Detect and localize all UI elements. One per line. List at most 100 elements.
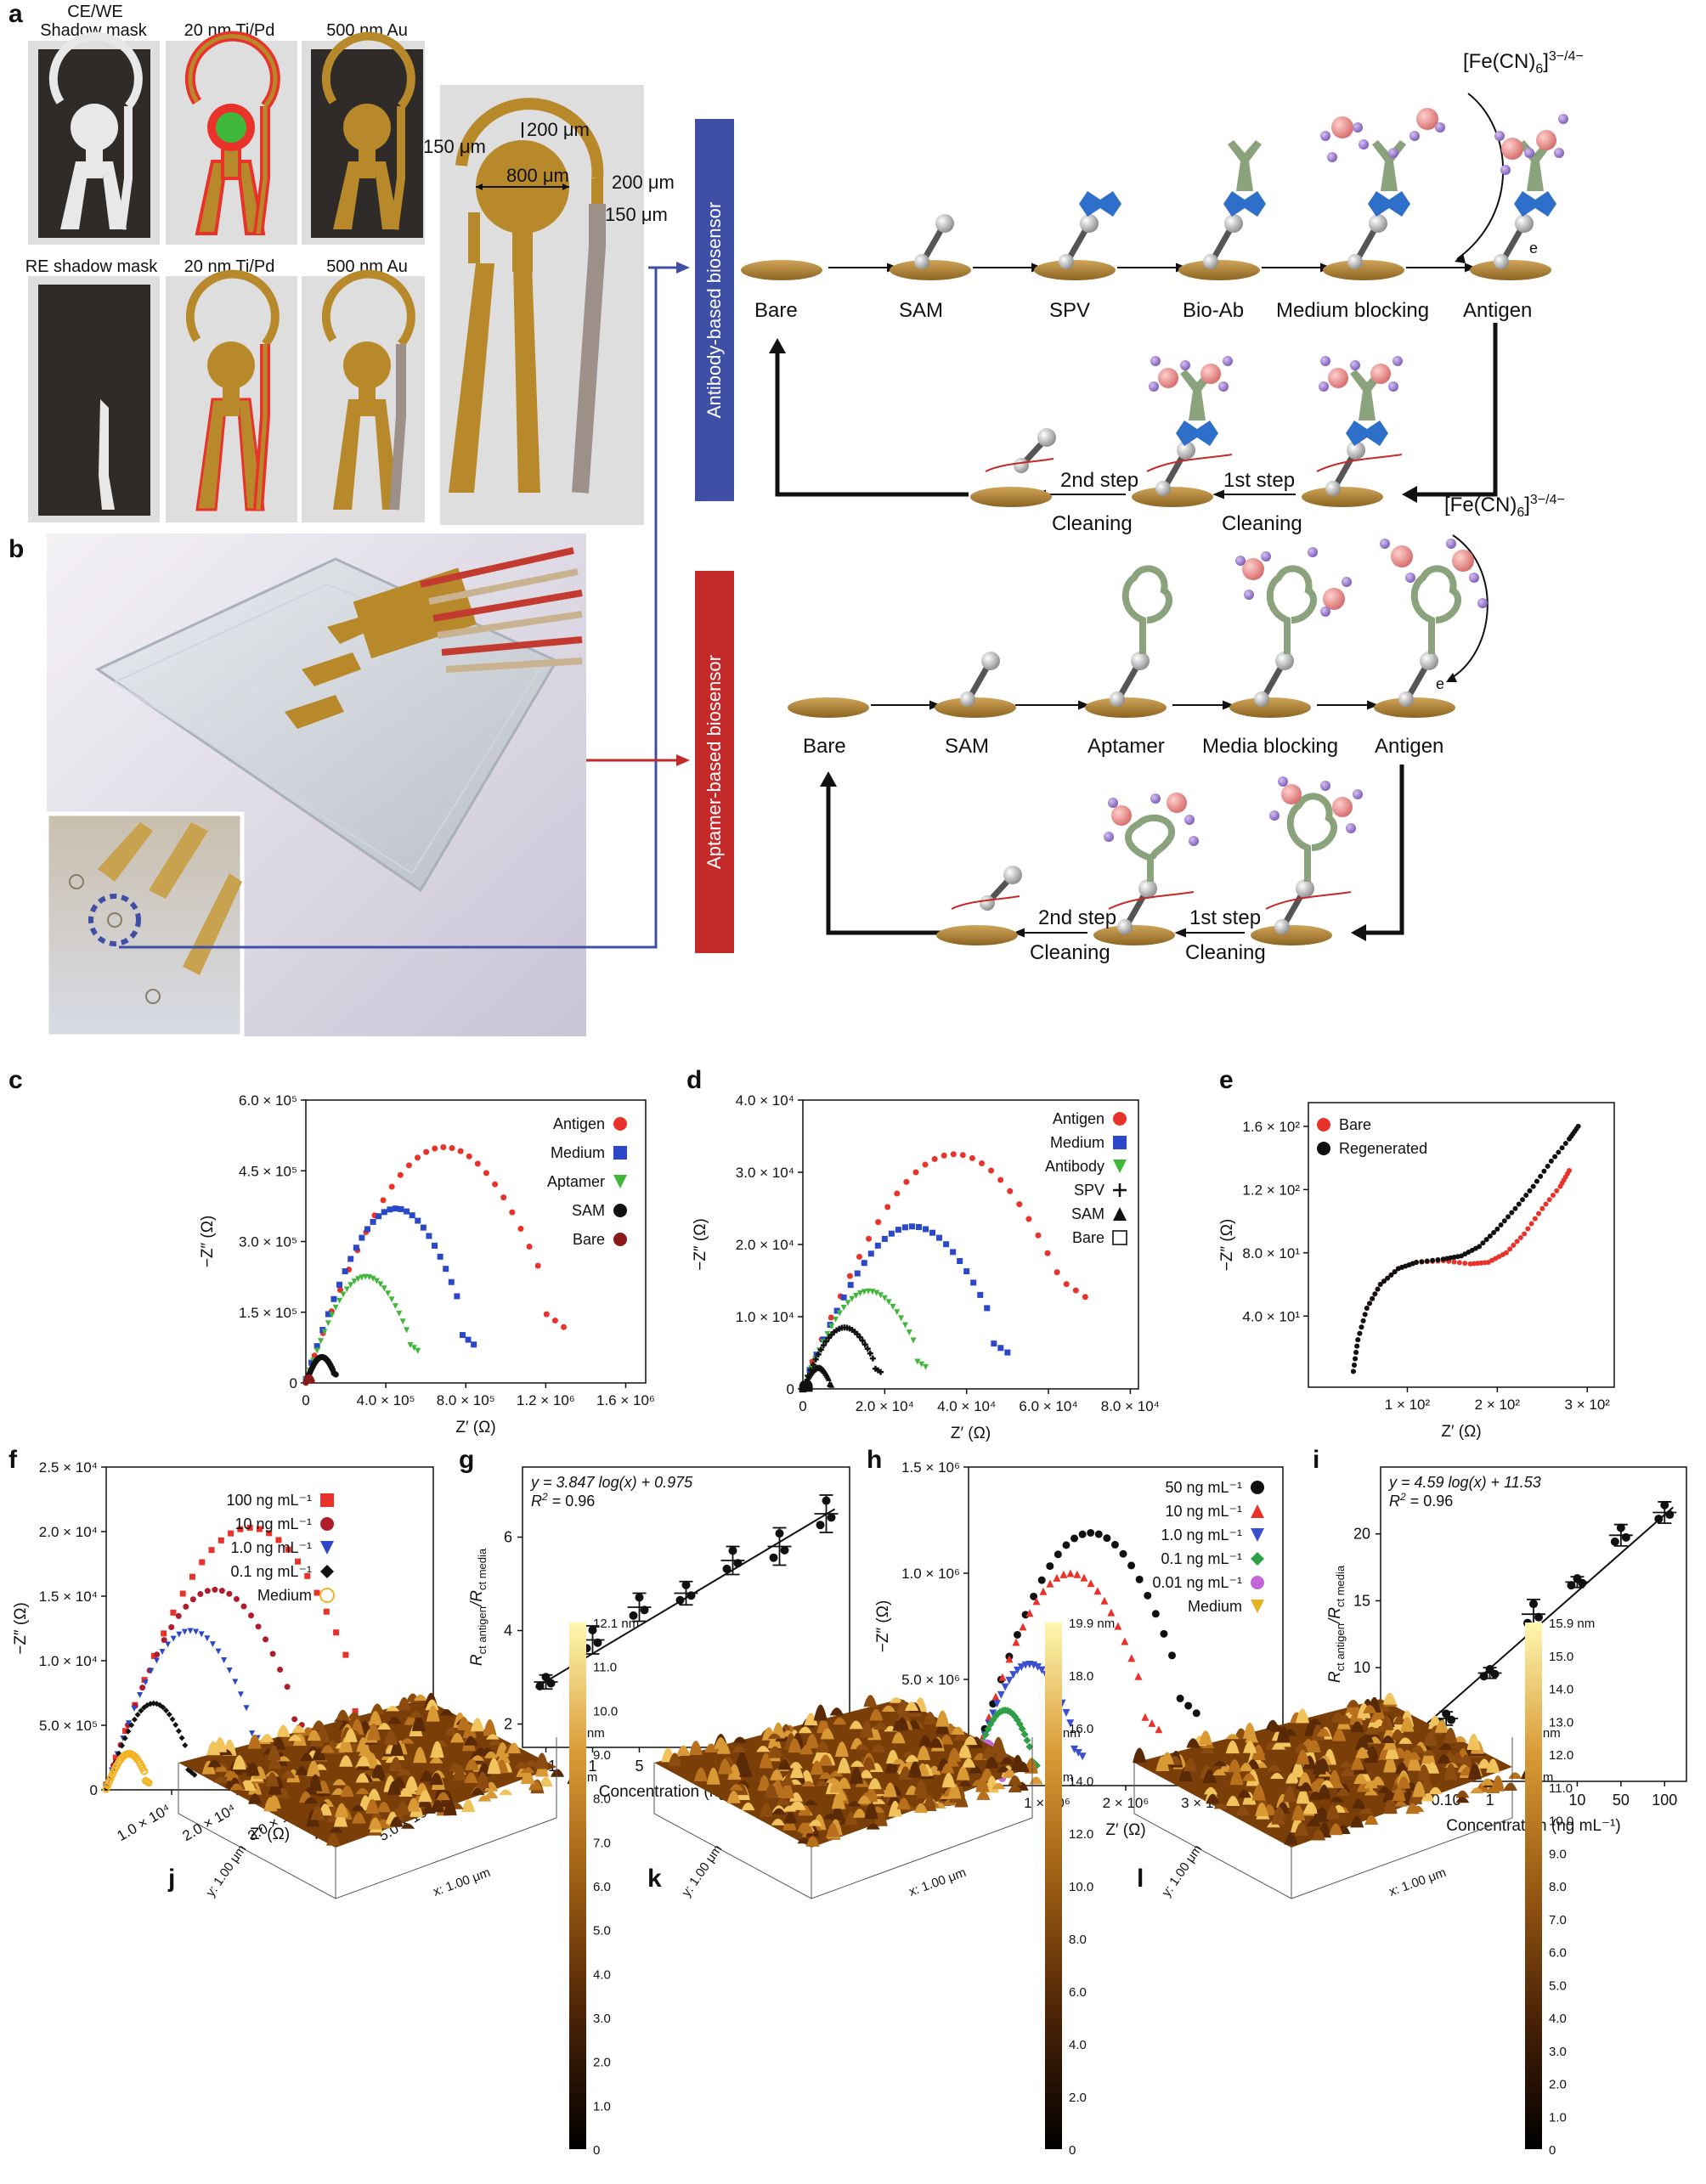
- afm-peak: [207, 1759, 222, 1768]
- data-point: [187, 1628, 194, 1634]
- afm-peak: [539, 1776, 553, 1787]
- legend-label: Bare: [1072, 1229, 1104, 1246]
- data-point: [1477, 1244, 1483, 1250]
- legend-label: Medium: [551, 1144, 605, 1161]
- legend-marker: [320, 1517, 334, 1531]
- data-point: [457, 1148, 464, 1154]
- data-point: [381, 1209, 387, 1216]
- data-point: [914, 1358, 921, 1365]
- afm-peak: [1437, 1754, 1451, 1764]
- equation: y = 4.59 log(x) + 11.53: [1387, 1474, 1541, 1491]
- afm-peak: [248, 1793, 263, 1804]
- x-zero-label: 0: [302, 1392, 309, 1408]
- electron-label-ab: e: [1529, 240, 1539, 257]
- afm-peak: [1400, 1716, 1415, 1732]
- afm-peak: [805, 1836, 820, 1847]
- data-point: [125, 1720, 132, 1727]
- data-point: [997, 1345, 1004, 1352]
- afm-peak: [1294, 1822, 1308, 1837]
- ylabel-sub2: ct media: [476, 1548, 489, 1590]
- afm-peak: [891, 1758, 906, 1764]
- data-point: [859, 1337, 866, 1344]
- aptamer-box: [695, 571, 734, 953]
- y-axis-title: −Z″ (Ω): [199, 1216, 217, 1268]
- data-point: [1430, 1257, 1436, 1263]
- data-point: [420, 1224, 426, 1231]
- afm-peak: [213, 1775, 228, 1783]
- afm-peak: [475, 1771, 489, 1789]
- series-3: [799, 1324, 884, 1391]
- data-point-group: [720, 1545, 745, 1576]
- data-point: [1009, 1671, 1018, 1679]
- data-point: [249, 1730, 256, 1737]
- afm-peak: [365, 1798, 380, 1814]
- data-point: [1354, 1343, 1360, 1349]
- afm-peak: [958, 1744, 972, 1758]
- data-point: [681, 1580, 691, 1589]
- afm-peak: [1394, 1762, 1409, 1774]
- afm-peak: [1337, 1714, 1352, 1724]
- data-point-group: [1652, 1500, 1677, 1525]
- ab-step-bare: Bare: [754, 299, 798, 322]
- data-point: [423, 1148, 430, 1155]
- data-point: [153, 1657, 160, 1664]
- afm-peak: [265, 1772, 280, 1787]
- afm-peak: [329, 1826, 343, 1833]
- data-point: [342, 1268, 348, 1275]
- afm-peak: [464, 1735, 478, 1746]
- afm-peak: [351, 1804, 365, 1811]
- afm-scale-label: 12.0: [1069, 1827, 1093, 1842]
- afm-peak: [1364, 1726, 1379, 1735]
- dim-200-right: 200 μm: [612, 172, 675, 193]
- r-squared: R2 = 0.96: [1389, 1491, 1453, 1510]
- legend-label: 1.0 ng mL⁻¹: [230, 1539, 312, 1556]
- data-point: [342, 1651, 349, 1658]
- afm-peak: [756, 1745, 771, 1752]
- afm-peak: [1239, 1763, 1253, 1772]
- data-point: [977, 1291, 984, 1298]
- y-tick-label: 4.0 × 10¹: [1242, 1308, 1300, 1324]
- y-axis-title: Rct antigen/Rct media: [468, 1548, 489, 1666]
- data-point: [535, 1681, 545, 1690]
- data-point: [1381, 1278, 1387, 1284]
- data-point: [325, 1311, 331, 1318]
- data-point: [189, 1573, 195, 1580]
- x-tick-label: 1.6 × 10⁶: [596, 1392, 655, 1408]
- afm-peak: [336, 1709, 350, 1721]
- panel-letter-b: b: [8, 535, 25, 563]
- afm-peak: [426, 1705, 440, 1722]
- data-point: [1520, 1197, 1525, 1203]
- data-point: [443, 1266, 449, 1273]
- y-tick-label: 2.5 × 10⁴: [39, 1459, 98, 1476]
- data-point: [1375, 1286, 1381, 1292]
- data-point: [1054, 1269, 1060, 1276]
- data-point: [1148, 1718, 1156, 1727]
- afm-surface: [1133, 1692, 1535, 1845]
- data-point: [204, 1635, 211, 1642]
- afm-peak: [229, 1783, 244, 1791]
- data-point: [277, 1667, 284, 1673]
- redox-label-bottom: [Fe(CN)6]3−/4−: [1444, 493, 1565, 521]
- afm-peak: [268, 1758, 282, 1769]
- afm-peak: [857, 1795, 872, 1804]
- afm-peak: [869, 1708, 884, 1721]
- afm-peak: [1350, 1816, 1364, 1828]
- data-point: [169, 1716, 176, 1723]
- data-point: [722, 1564, 732, 1573]
- data-point: [1087, 1579, 1095, 1588]
- data-point: [1353, 1356, 1359, 1362]
- data-point: [426, 1233, 432, 1239]
- afm-peak: [1381, 1735, 1395, 1743]
- afm-peak: [1312, 1829, 1326, 1841]
- x-tick-label: 2.0 × 10⁴: [856, 1398, 914, 1414]
- afm-peak: [340, 1785, 354, 1797]
- data-point: [950, 1249, 957, 1256]
- data-point: [635, 1593, 644, 1602]
- afm-peak: [392, 1776, 406, 1788]
- afm-peak: [981, 1746, 996, 1759]
- x-tick-label: 2 × 10⁶: [1103, 1795, 1150, 1811]
- afm-peak: [403, 1786, 417, 1794]
- afm-peak: [247, 1734, 262, 1749]
- data-point: [969, 1154, 975, 1161]
- data-point: [410, 1345, 417, 1352]
